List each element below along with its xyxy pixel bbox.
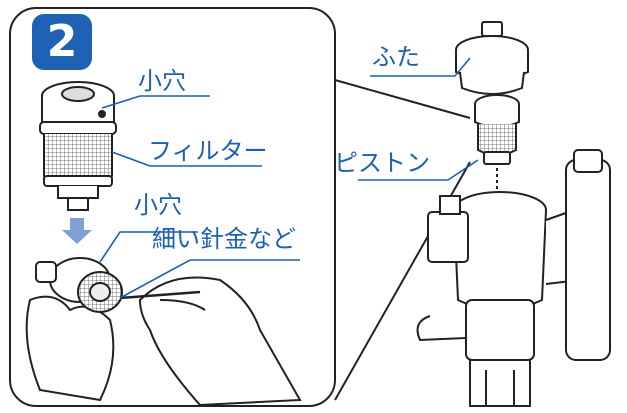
piston-part-detail xyxy=(39,81,117,211)
label-leader-lines xyxy=(99,57,479,299)
label-filter: フィルター xyxy=(148,137,268,165)
hands-cleaning-illustration xyxy=(25,257,302,407)
label-wire: 細い針金など xyxy=(152,225,296,253)
label-piston: ピストン xyxy=(334,149,430,177)
label-kokana-bottom: 小穴 xyxy=(134,191,182,219)
label-futa: ふた xyxy=(372,43,420,71)
valve-body xyxy=(416,149,611,407)
piston-part xyxy=(474,94,520,190)
label-kokana-top: 小穴 xyxy=(138,67,186,95)
step-number-badge: 2 xyxy=(32,14,92,70)
cap-futa xyxy=(455,21,529,95)
down-arrow-icon xyxy=(62,218,92,244)
